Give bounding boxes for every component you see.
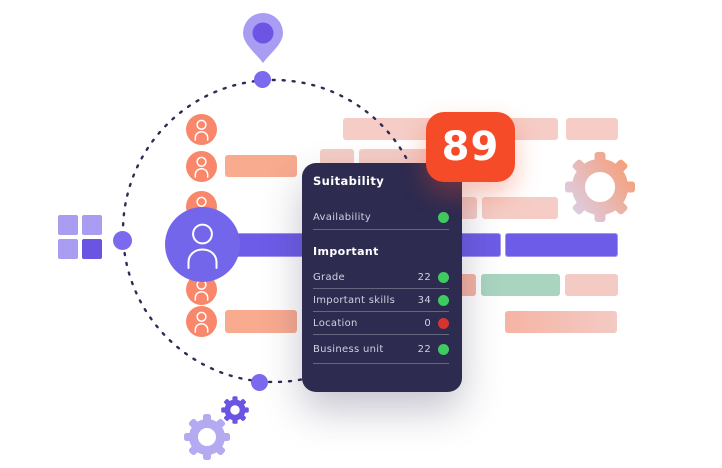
availability-row: Availability [313,206,449,230]
status-dot [438,317,449,329]
list-bar [505,311,617,333]
list-bar [566,118,618,140]
criteria-list: Grade 22 Important skills 34 Location 0 … [313,266,449,364]
grid-square [82,239,102,259]
status-dot [438,294,449,306]
criteria-row: Important skills 34 [313,289,449,312]
suitability-card: Suitability Availability Important Grade… [302,163,462,392]
criteria-row: Grade 22 [313,266,449,289]
orbit-dot [113,231,132,250]
grid-square [58,239,78,259]
score-value: 89 [441,124,500,170]
list-bar [505,233,618,257]
availability-label: Availability [313,212,372,223]
selected-candidate-avatar [165,207,240,282]
criteria-label: Grade [313,271,345,283]
grid-icon [58,215,102,259]
location-pin-icon [243,13,283,63]
status-dot [438,343,449,355]
status-dot [438,271,449,283]
grid-square [58,215,78,235]
candidate-avatar [186,151,217,182]
list-bar [482,197,558,219]
criteria-value: 34 [417,294,431,306]
criteria-value: 22 [417,343,431,355]
grid-square [82,215,102,235]
gear-icon [221,396,249,424]
gear-icon [184,414,230,460]
criteria-value: 22 [417,271,431,283]
person-icon [194,311,209,333]
orbit-dot [251,374,268,391]
person-icon [194,119,209,141]
candidate-avatar [186,114,217,145]
person-icon [187,223,218,269]
card-title: Suitability [313,174,385,188]
orbit-dot [254,71,271,88]
gear-icon [562,149,638,225]
list-bar [565,274,618,296]
list-bar [225,310,297,333]
status-dot [438,212,449,223]
person-icon [194,156,209,178]
score-badge: 89 [426,112,515,182]
criteria-value: 0 [424,317,431,329]
criteria-label: Business unit [313,343,384,355]
card-section-title: Important [313,245,379,258]
criteria-label: Location [313,317,358,329]
criteria-row: Location 0 [313,312,449,335]
criteria-row: Business unit 22 [313,335,449,364]
criteria-label: Important skills [313,294,396,306]
list-bar [225,155,297,177]
candidate-avatar [186,306,217,337]
list-bar [481,274,560,296]
